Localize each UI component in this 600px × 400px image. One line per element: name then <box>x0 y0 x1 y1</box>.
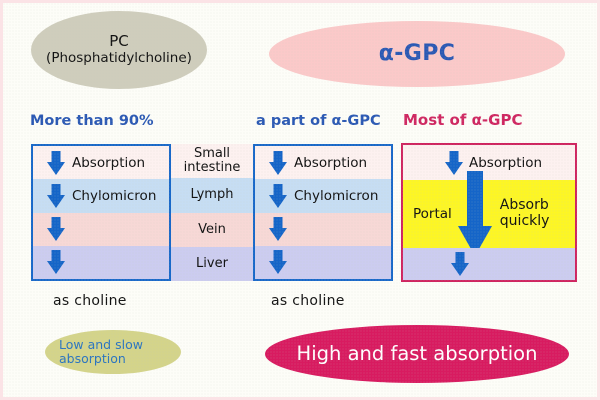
caption-as-choline-middle: as choline <box>271 293 345 309</box>
table-row: Absorption <box>403 145 575 181</box>
table-row: Chylomicron <box>255 179 391 213</box>
organ-row: Small intestine <box>171 144 253 179</box>
pc-ellipse-subtitle: (Phosphatidylcholine) <box>46 50 192 67</box>
column-header-most-of-gpc: Most of α-GPC <box>403 111 523 129</box>
absorb-quickly-line2: quickly <box>499 212 550 229</box>
high-fast-label: High and fast absorption <box>296 341 538 365</box>
organ-label-line1: Small <box>193 146 231 162</box>
portal-label: Portal <box>413 205 452 222</box>
table-row: Chylomicron <box>33 179 169 213</box>
pc-ellipse: PC (Phosphatidylcholine) <box>31 11 207 89</box>
pc-pathway-table: Absorption Chylomicron <box>31 144 171 281</box>
portal-gpc-pathway-table: Absorption Portal Absorb quickly <box>401 143 577 282</box>
table-row-label: Absorption <box>294 154 368 171</box>
table-row <box>255 245 391 279</box>
column-header-more-than-90: More than 90% <box>30 113 154 129</box>
table-row: Absorption <box>33 146 169 180</box>
down-arrow-icon <box>457 170 492 257</box>
pc-ellipse-title: PC <box>109 32 129 51</box>
table-row-label: Absorption <box>469 154 543 171</box>
low-slow-absorption-ellipse: Low and slow absorption <box>45 330 181 374</box>
partial-gpc-pathway-table: Absorption Chylomicron <box>253 144 393 281</box>
organ-row: Lymph <box>171 178 253 213</box>
column-header-a-part-of-gpc: a part of α-GPC <box>256 113 381 129</box>
organ-label: Small intestine <box>184 147 241 175</box>
organ-label: Lymph <box>190 187 234 203</box>
table-row: Absorption <box>255 146 391 180</box>
table-row <box>33 245 169 279</box>
low-slow-line2: absorption <box>59 351 126 366</box>
down-arrow-icon <box>269 150 287 175</box>
down-arrow-icon <box>47 183 65 208</box>
down-arrow-icon <box>47 150 65 175</box>
down-arrow-icon <box>47 217 65 242</box>
absorb-quickly-label: Absorb quickly <box>499 197 550 229</box>
table-row <box>255 212 391 246</box>
high-fast-absorption-ellipse: High and fast absorption <box>265 325 569 383</box>
alpha-gpc-ellipse: α-GPC <box>269 21 565 87</box>
table-row <box>403 247 575 280</box>
organ-label: Vein <box>198 221 226 237</box>
organ-label-line2: intestine <box>183 160 241 176</box>
down-arrow-icon <box>451 251 469 276</box>
absorb-quickly-line1: Absorb <box>499 197 549 214</box>
organ-row: Liver <box>171 246 253 281</box>
table-row-label: Absorption <box>72 154 146 171</box>
down-arrow-icon <box>269 250 287 275</box>
table-row-label: Chylomicron <box>72 187 157 204</box>
alpha-gpc-ellipse-label: α-GPC <box>378 41 456 67</box>
table-row-label: Chylomicron <box>294 187 379 204</box>
table-row <box>33 212 169 246</box>
portal-row: Portal Absorb quickly <box>403 170 575 256</box>
down-arrow-icon <box>47 250 65 275</box>
organ-column: Small intestine Lymph Vein Liver <box>171 144 253 281</box>
organ-label: Liver <box>196 255 228 271</box>
down-arrow-icon <box>445 150 463 175</box>
low-slow-line1: Low and slow <box>59 336 143 352</box>
down-arrow-icon <box>269 217 287 242</box>
organ-row: Vein <box>171 212 253 247</box>
caption-as-choline-left: as choline <box>53 293 127 309</box>
down-arrow-icon <box>269 183 287 208</box>
